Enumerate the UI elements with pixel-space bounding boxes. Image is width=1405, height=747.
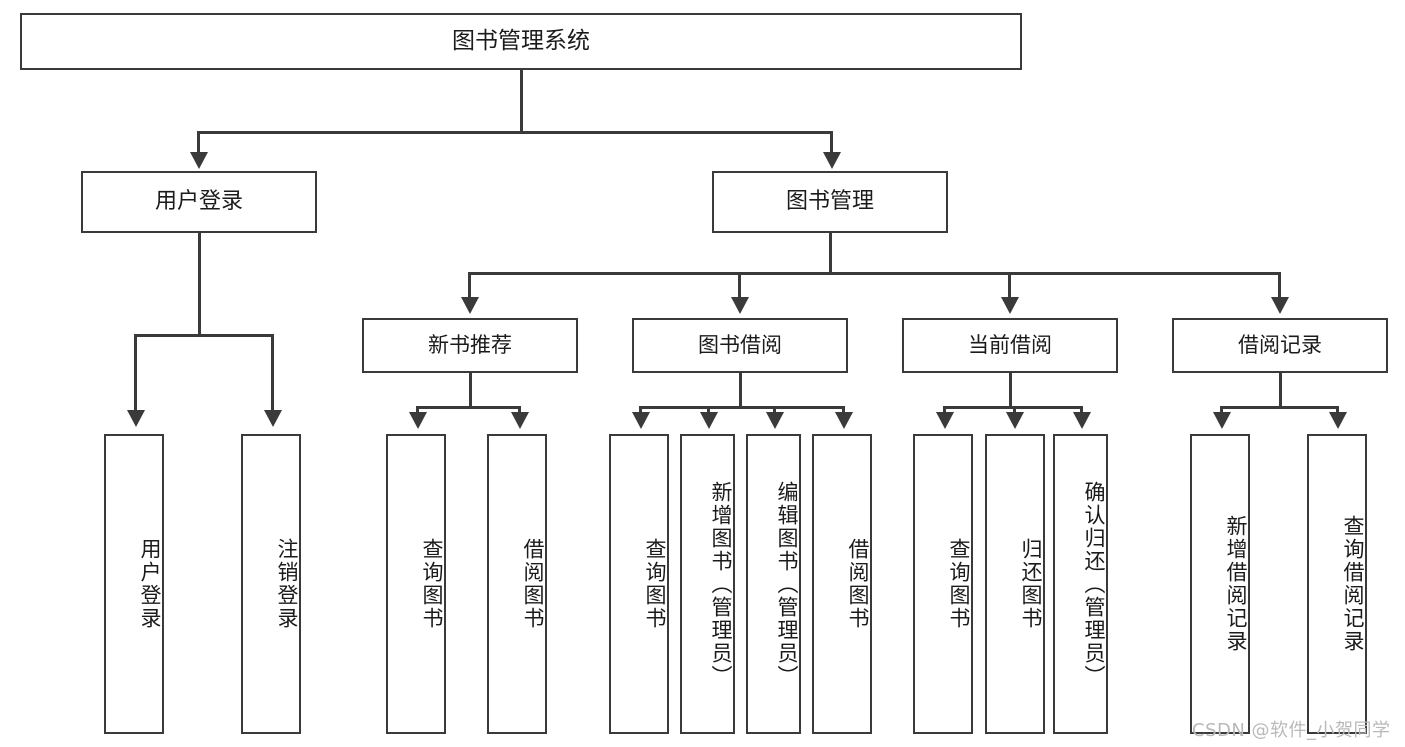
node-label: 图书管理	[785, 189, 874, 215]
arrowhead-to-borrow-record	[1270, 297, 1289, 314]
arrowhead-leaf-add-book-admin	[699, 412, 718, 429]
edge-to-borrow-record	[1278, 272, 1281, 301]
node-root-book-management-system[interactable]: 图书管理系统	[20, 13, 1022, 70]
arrowhead-leaf-borrow-book-1	[510, 412, 529, 429]
edge-new-book-branch-1	[416, 406, 419, 415]
arrowhead-leaf-query-book-3	[935, 412, 954, 429]
arrowhead-to-book-manage	[822, 152, 841, 169]
node-leaf-confirm-return-admin[interactable]: 确认归还（管理员）	[1053, 434, 1108, 734]
arrowhead-leaf-query-book-1	[408, 412, 427, 429]
edge-new-book-down	[468, 373, 472, 408]
node-leaf-return-book[interactable]: 归还图书	[985, 434, 1045, 734]
node-new-book-recommend[interactable]: 新书推荐	[362, 318, 578, 373]
node-book-management[interactable]: 图书管理	[712, 171, 948, 233]
edge-to-book-borrow	[738, 272, 741, 301]
edge-book-borrow-down	[738, 373, 742, 408]
node-leaf-borrow-book-1[interactable]: 借阅图书	[487, 434, 547, 734]
edge-new-book-branch-2	[518, 406, 521, 415]
node-borrow-record[interactable]: 借阅记录	[1172, 318, 1388, 373]
node-book-borrow[interactable]: 图书借阅	[632, 318, 848, 373]
node-leaf-user-login[interactable]: 用户登录	[104, 434, 164, 734]
arrowhead-to-user-login	[189, 152, 208, 169]
arrowhead-leaf-query-borrow-record	[1328, 412, 1347, 429]
arrowhead-to-current-borrow	[1000, 297, 1019, 314]
arrowhead-leaf-edit-book-admin	[765, 412, 784, 429]
node-leaf-borrow-book-2[interactable]: 借阅图书	[812, 434, 872, 734]
edge-book-borrow-branch-2	[707, 406, 710, 415]
node-leaf-query-book-2[interactable]: 查询图书	[609, 434, 669, 734]
edge-user-login-bus	[134, 334, 274, 337]
node-label: 查询图书	[947, 538, 971, 630]
edge-to-current-borrow	[1008, 272, 1011, 301]
node-leaf-query-book-3[interactable]: 查询图书	[913, 434, 973, 734]
node-label: 图书借阅	[698, 333, 782, 358]
arrowhead-leaf-return-book	[1005, 412, 1024, 429]
edge-book-borrow-branch-1	[639, 406, 642, 415]
edge-new-book-bus	[416, 406, 521, 409]
edge-current-borrow-branch-3	[1080, 406, 1083, 415]
edge-user-login-branch-2	[271, 334, 274, 414]
arrowhead-to-new-book-recommend	[460, 297, 479, 314]
node-label: 查询借阅记录	[1341, 515, 1365, 653]
arrowhead-leaf-add-borrow-record	[1212, 412, 1231, 429]
edge-current-borrow-bus	[943, 406, 1081, 409]
node-label: 查询图书	[643, 538, 667, 630]
edge-borrow-record-bus	[1220, 406, 1338, 409]
node-label: 归还图书	[1019, 538, 1043, 630]
arrowhead-leaf-user-login	[126, 410, 145, 427]
edge-borrow-record-branch-2	[1336, 406, 1339, 415]
node-label: 确认归还（管理员）	[1082, 480, 1106, 688]
edge-root-to-book-manage	[830, 131, 833, 158]
edge-book-manage-down	[828, 233, 832, 275]
edge-book-borrow-branch-3	[773, 406, 776, 415]
arrowhead-leaf-query-book-2	[631, 412, 650, 429]
edge-current-borrow-down	[1008, 373, 1012, 408]
node-label: 借阅图书	[521, 538, 545, 630]
edge-book-manage-bus	[468, 272, 1280, 275]
node-label: 新书推荐	[428, 333, 512, 358]
node-leaf-query-borrow-record[interactable]: 查询借阅记录	[1307, 434, 1367, 734]
arrowhead-leaf-confirm-return-admin	[1072, 412, 1091, 429]
node-leaf-add-book-admin[interactable]: 新增图书（管理员）	[680, 434, 735, 734]
node-label: 用户登录	[138, 538, 162, 630]
node-label: 当前借阅	[968, 333, 1052, 358]
node-current-borrow[interactable]: 当前借阅	[902, 318, 1118, 373]
node-leaf-logout-login[interactable]: 注销登录	[241, 434, 301, 734]
edge-root-down	[519, 70, 523, 133]
edge-user-login-down	[197, 233, 201, 336]
edge-borrow-record-down	[1278, 373, 1282, 408]
edge-root-bus	[197, 131, 833, 134]
node-label: 新增图书（管理员）	[709, 480, 733, 688]
edge-borrow-record-branch-1	[1220, 406, 1223, 415]
edge-book-borrow-bus	[639, 406, 843, 409]
node-label: 查询图书	[420, 538, 444, 630]
arrowhead-leaf-borrow-book-2	[834, 412, 853, 429]
node-label: 借阅图书	[846, 538, 870, 630]
csdn-watermark: CSDN @软件_小贺同学	[1192, 720, 1391, 741]
node-label: 图书管理系统	[452, 27, 590, 54]
node-label: 新增借阅记录	[1224, 515, 1248, 653]
node-leaf-query-book-1[interactable]: 查询图书	[386, 434, 446, 734]
edge-current-borrow-branch-2	[1013, 406, 1016, 415]
edge-root-to-user-login	[197, 131, 200, 158]
node-label: 用户登录	[154, 189, 243, 215]
arrowhead-to-book-borrow	[730, 297, 749, 314]
node-label: 编辑图书（管理员）	[775, 480, 799, 688]
edge-current-borrow-branch-1	[943, 406, 946, 415]
node-user-login[interactable]: 用户登录	[81, 171, 317, 233]
node-leaf-add-borrow-record[interactable]: 新增借阅记录	[1190, 434, 1250, 734]
edge-to-new-book-recommend	[468, 272, 471, 301]
edge-book-borrow-branch-4	[842, 406, 845, 415]
node-label: 注销登录	[275, 538, 299, 630]
node-leaf-edit-book-admin[interactable]: 编辑图书（管理员）	[746, 434, 801, 734]
arrowhead-leaf-logout-login	[263, 410, 282, 427]
node-label: 借阅记录	[1238, 333, 1322, 358]
edge-user-login-branch-1	[134, 334, 137, 414]
